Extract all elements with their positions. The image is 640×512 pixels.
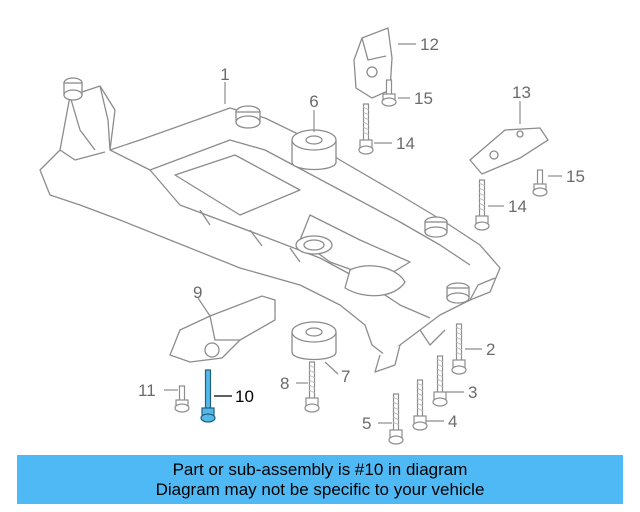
callout-5: 5 — [362, 414, 371, 433]
callout-15-right: 15 — [566, 167, 585, 186]
bolt-part-15-right — [532, 169, 548, 197]
bolt-part-14-upper — [358, 103, 374, 155]
callout-2: 2 — [486, 340, 495, 359]
parts-diagram: 1 2 3 4 5 6 7 8 9 10 11 12 13 14 14 15 1… — [39, 27, 585, 445]
diagram-caption-banner: Part or sub-assembly is #10 in diagram D… — [17, 455, 623, 504]
callout-9: 9 — [193, 283, 202, 302]
bolt-part-4 — [412, 379, 428, 431]
callout-3: 3 — [468, 383, 477, 402]
leader-lines — [164, 43, 562, 424]
caption-line-disclaimer: Diagram may not be specific to your vehi… — [155, 480, 485, 499]
bolt-part-8 — [304, 361, 320, 413]
subframe-mount-cups — [63, 77, 470, 304]
callout-15-upper: 15 — [414, 89, 433, 108]
caption-line-part-number: Part or sub-assembly is #10 in diagram — [172, 460, 468, 479]
bolt-part-5 — [388, 393, 404, 445]
subframe-part — [39, 85, 501, 373]
bushing-part-7 — [291, 321, 337, 361]
callout-8: 8 — [280, 374, 289, 393]
callout-6: 6 — [309, 92, 318, 111]
bushing-part-6 — [291, 129, 337, 171]
callout-14-right: 14 — [508, 197, 527, 216]
callout-11: 11 — [138, 381, 156, 400]
callout-14-upper: 14 — [396, 134, 415, 153]
bolt-part-2 — [451, 323, 467, 375]
callout-4: 4 — [448, 412, 457, 431]
bolt-part-14-right — [474, 179, 490, 231]
bolt-part-10-highlighted — [200, 369, 216, 423]
callout-12: 12 — [420, 35, 439, 54]
callout-13: 13 — [512, 83, 531, 102]
bracket-part-9 — [169, 295, 276, 363]
bracket-part-12 — [353, 27, 393, 99]
bracket-part-13 — [469, 127, 549, 175]
bolt-part-3 — [432, 355, 448, 407]
callout-1: 1 — [220, 65, 229, 84]
callout-10: 10 — [235, 387, 254, 406]
callout-7: 7 — [341, 367, 350, 386]
